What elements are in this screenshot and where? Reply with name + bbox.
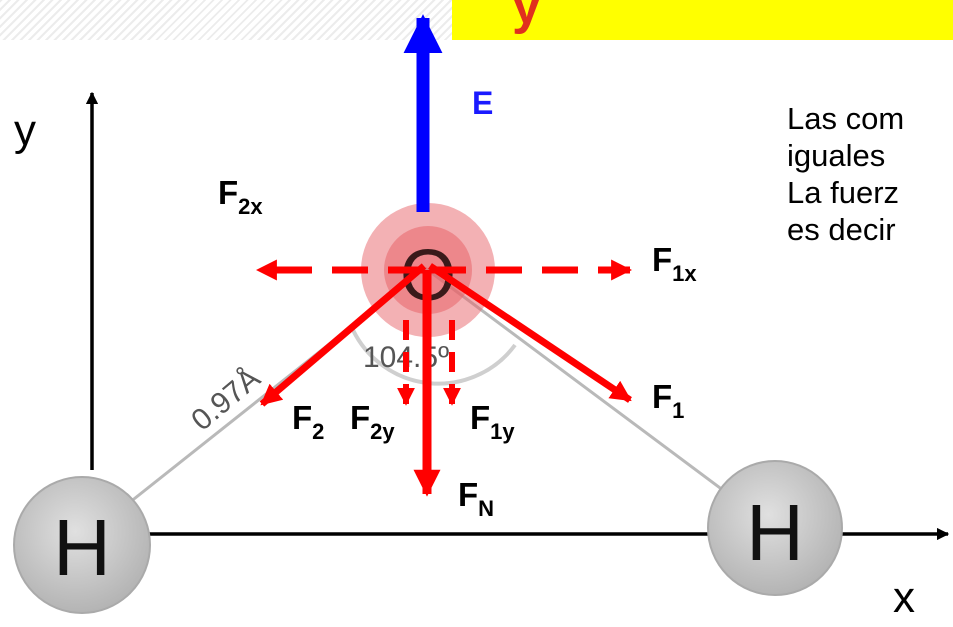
F1y-label: F1y — [470, 399, 515, 444]
F1-label: F1 — [652, 378, 684, 423]
side-text-line-3: La fuerz — [787, 175, 900, 210]
hydrogen-atom-right-label: H — [746, 488, 804, 577]
hydrogen-atom-left — [13, 476, 151, 614]
F2x-label: F2x — [218, 174, 263, 219]
FN-label: FN — [458, 476, 494, 521]
side-text-line-4: es decir — [787, 212, 896, 247]
y-axis-label: y — [14, 106, 36, 155]
title-banner-text: y — [512, 0, 541, 35]
F2-arrow — [259, 263, 427, 407]
F1x-label: F1x — [652, 241, 697, 286]
F2y-label: F2y — [350, 399, 395, 444]
x-axis-label: x — [893, 573, 915, 622]
hydrogen-atom-left-label: H — [53, 503, 111, 592]
title-banner — [452, 0, 953, 40]
side-text-line-2: iguales — [787, 138, 886, 173]
hydrogen-atom-right — [707, 460, 843, 596]
F1-arrow — [428, 263, 632, 403]
F2-label: F2 — [292, 399, 324, 444]
E-label: E — [472, 85, 493, 121]
side-text-line-1: Las com — [787, 101, 905, 136]
